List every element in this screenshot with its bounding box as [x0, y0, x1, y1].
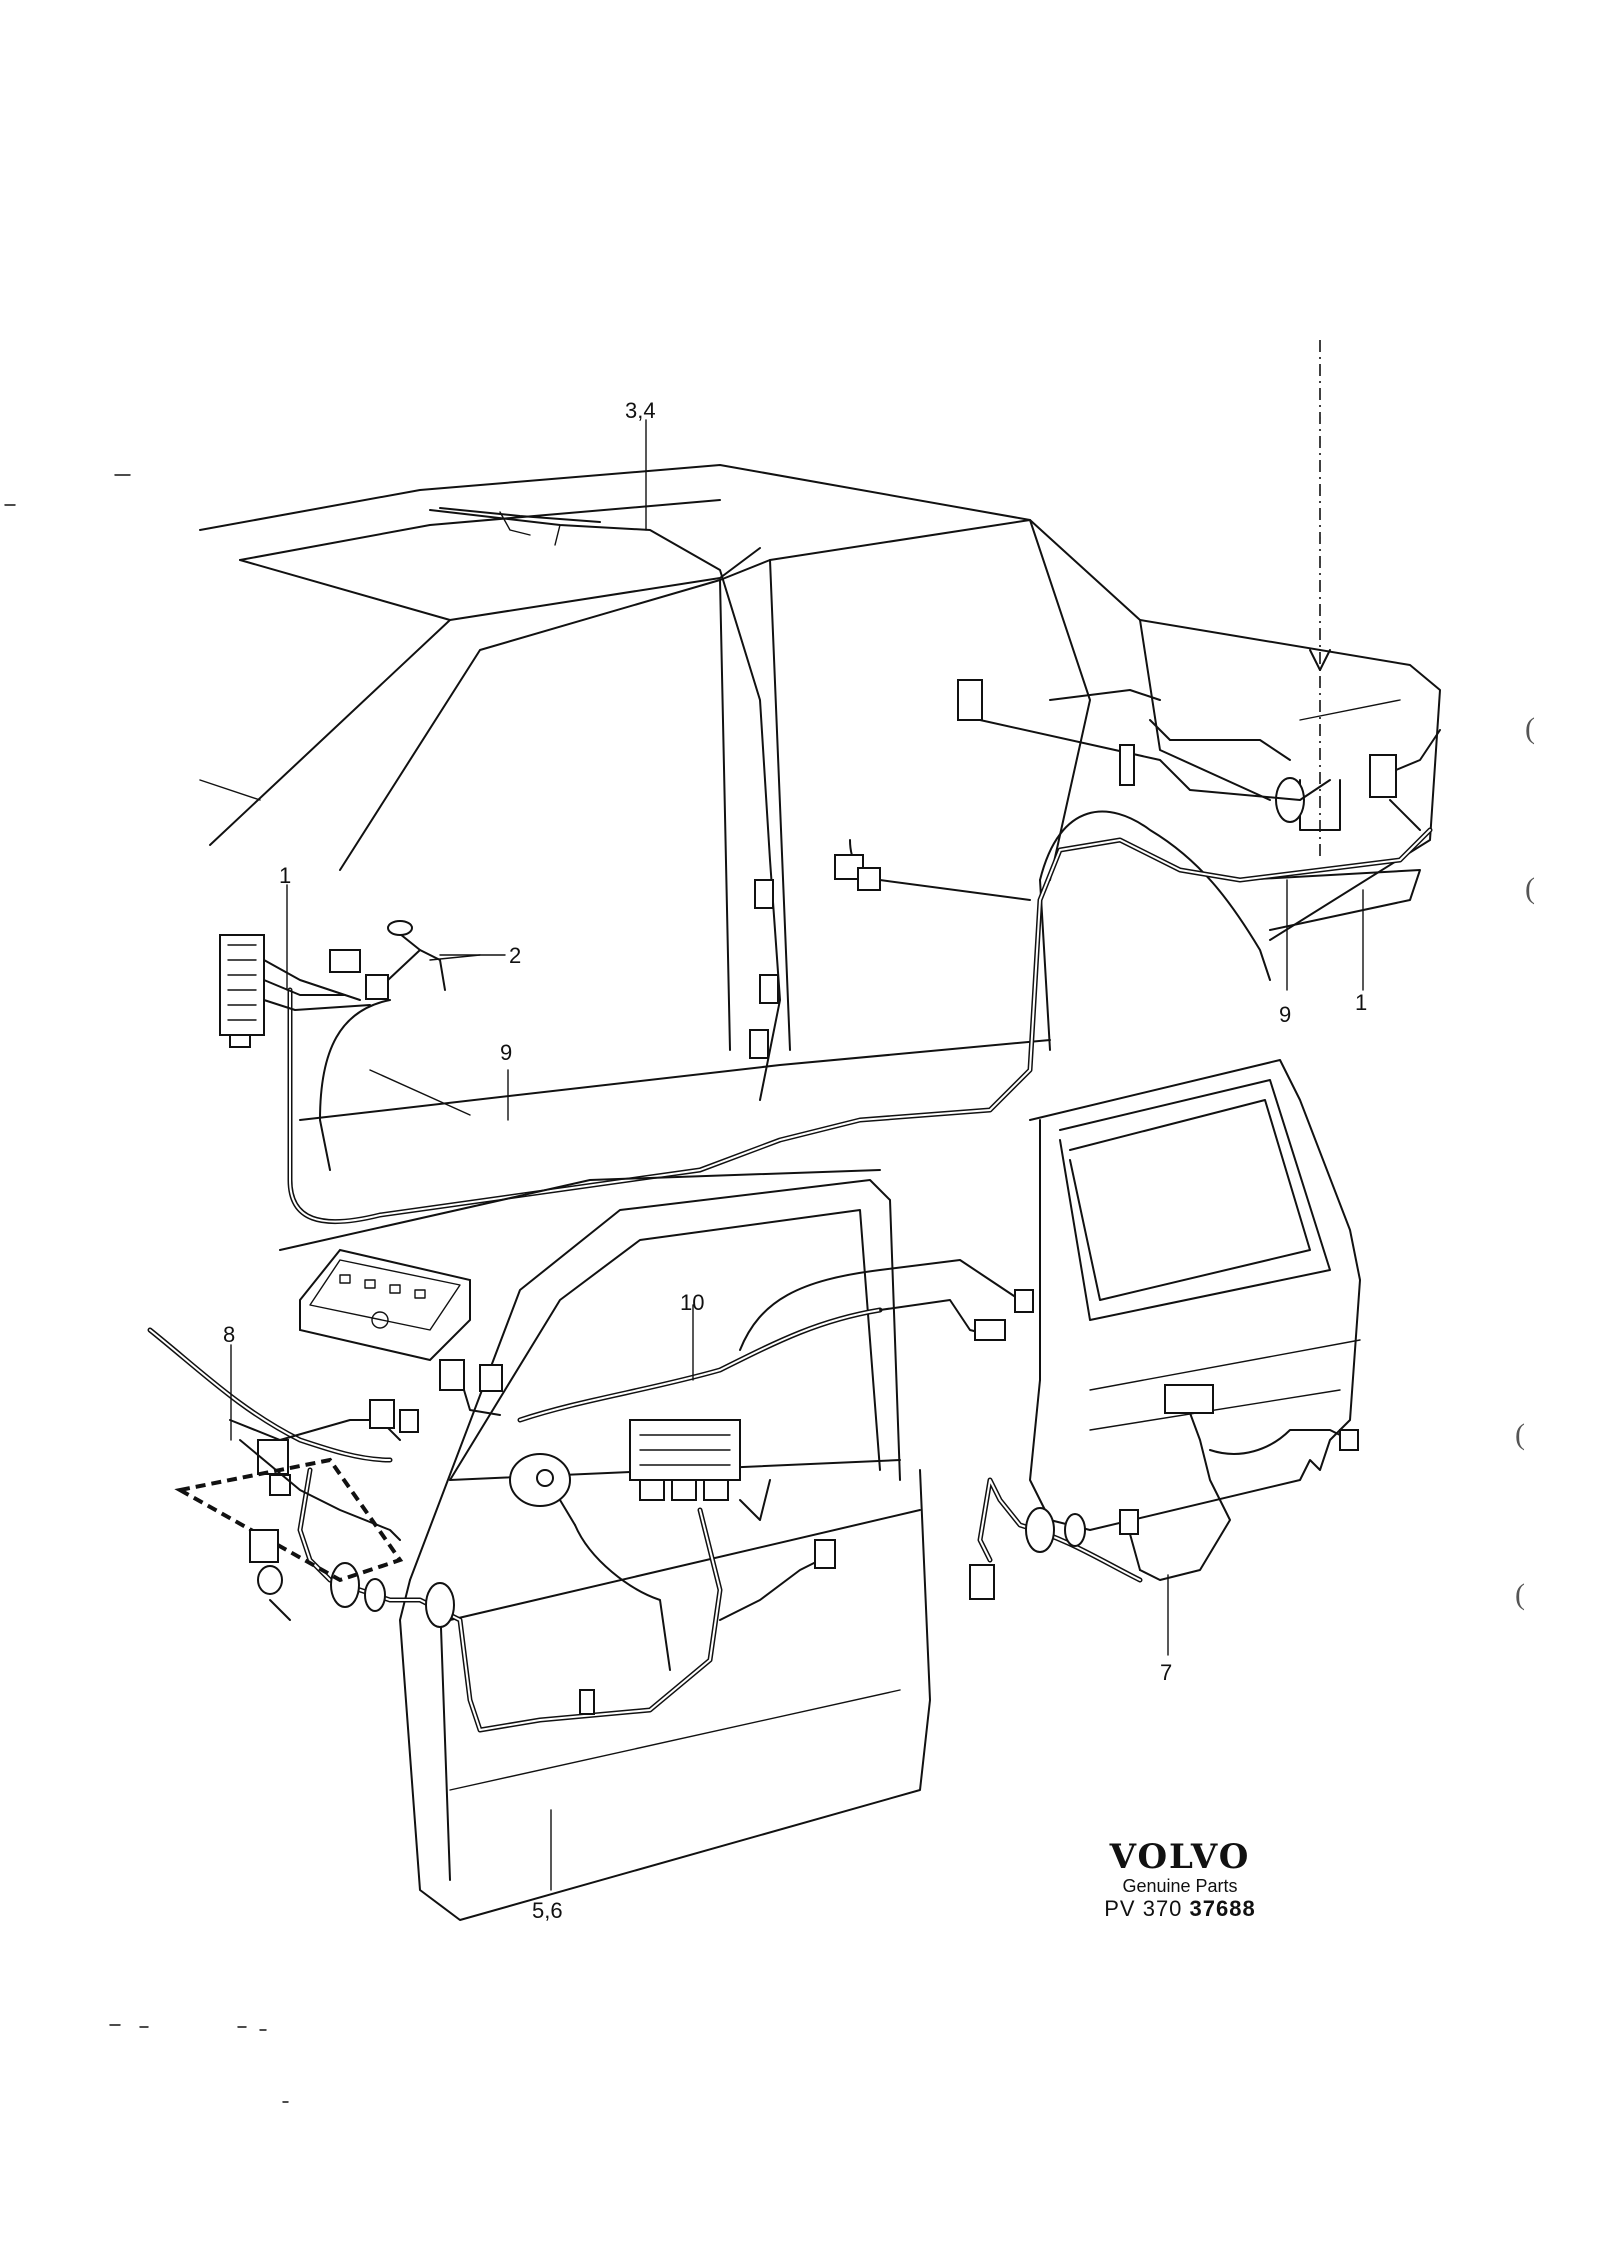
part-reference-number: 37688 [1189, 1896, 1256, 1921]
callout-leaders [230, 419, 1364, 1891]
margin-mark: ( [1525, 872, 1535, 905]
callout-9-right: 9 [1279, 1002, 1291, 1027]
callout-8: 8 [223, 1322, 235, 1347]
callout-3-4: 3,4 [625, 398, 656, 423]
brand-subtitle: Genuine Parts [1122, 1876, 1238, 1896]
margin-mark: ( [1515, 1578, 1525, 1611]
callout-9-left: 9 [500, 1040, 512, 1065]
margin-mark: ( [1515, 1418, 1525, 1451]
callout-labels: 3,4 1 2 9 9 1 10 8 7 5,6 [223, 398, 1367, 1923]
callout-1-left: 1 [279, 863, 291, 888]
brand-block: VOLVO Genuine Parts PV 370 37688 [1080, 1838, 1280, 1922]
callout-7: 7 [1160, 1660, 1172, 1685]
antenna [1275, 340, 1341, 860]
callout-2: 2 [509, 943, 521, 968]
fuse-relay-connector-block [219, 920, 481, 1171]
callout-1-right: 1 [1355, 990, 1367, 1015]
front-door [257, 1169, 931, 1921]
harness-8 [147, 1327, 419, 1621]
roof-console-and-harness [299, 1248, 1034, 1423]
brand-logo: VOLVO [1109, 1837, 1251, 1877]
car-body-outline [199, 464, 1441, 1121]
rear-door [969, 1059, 1361, 1600]
callout-10: 10 [680, 1290, 704, 1315]
scan-marks [4, 474, 289, 2103]
main-harness [287, 507, 1441, 1224]
margin-mark: ( [1525, 712, 1535, 745]
callout-5-6: 5,6 [532, 1898, 563, 1923]
part-reference-prefix: PV 370 [1104, 1896, 1183, 1921]
part-reference: PV 370 37688 [1080, 1896, 1280, 1922]
